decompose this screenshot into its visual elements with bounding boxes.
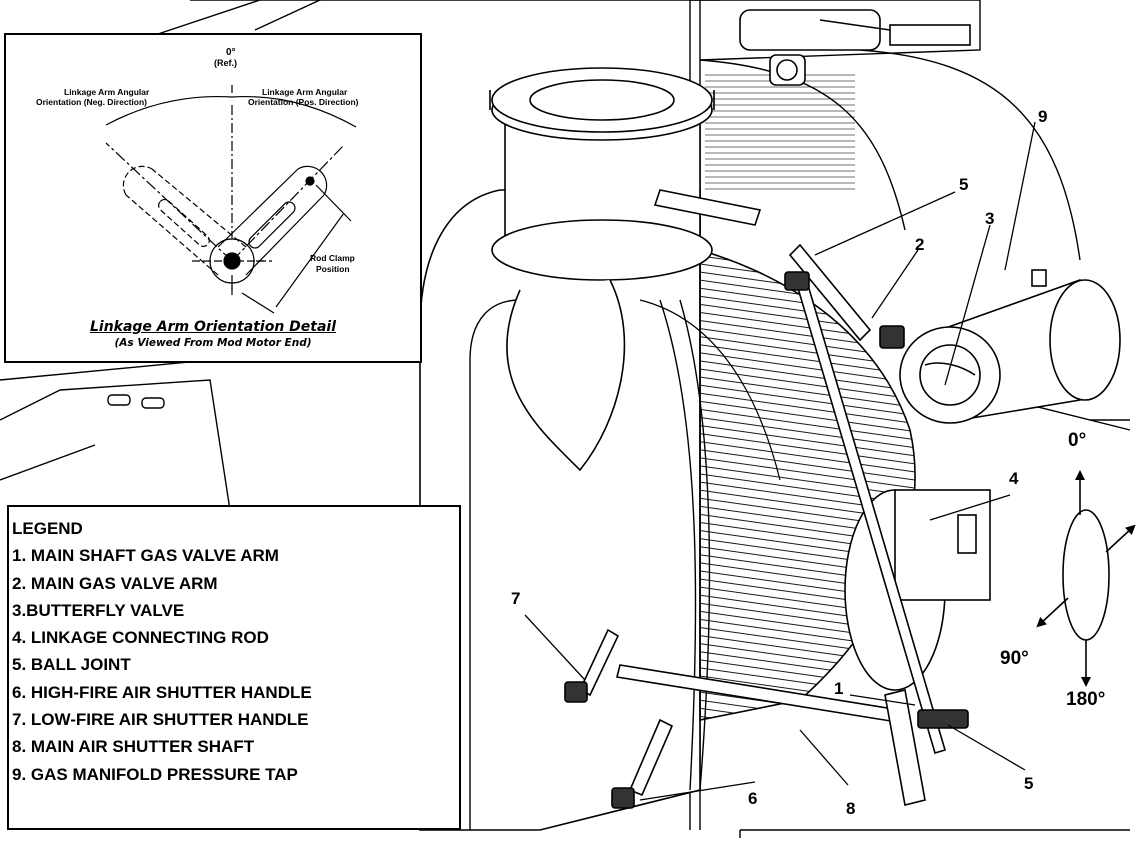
zero-ref-label: 0° — [226, 47, 236, 58]
callout-5-bottom: 5 — [1024, 774, 1033, 793]
legend-item: 1. MAIN SHAFT GAS VALVE ARM — [12, 546, 279, 566]
callout-leaders — [524, 121, 1036, 801]
legend-item: 4. LINKAGE CONNECTING ROD — [12, 628, 269, 648]
linkage-arm-negative — [122, 165, 247, 276]
cabinet-vent-slots — [107, 394, 165, 409]
legend-item: 7. LOW-FIRE AIR SHUTTER HANDLE — [12, 710, 309, 730]
legend-item: 8. MAIN AIR SHUTTER SHAFT — [12, 737, 255, 757]
legend-heading: LEGEND — [12, 519, 83, 538]
orientation-label-0: 0° — [1068, 430, 1086, 451]
callout-7: 7 — [511, 589, 520, 608]
legend-item: 9. GAS MANIFOLD PRESSURE TAP — [12, 764, 298, 784]
ref-label: (Ref.) — [214, 58, 237, 68]
pos-direction-label-2: Orientation (Pos. Direction) — [248, 97, 359, 107]
linkage-orientation-detail: 0° (Ref.) Linkage Arm Angular Orientatio… — [4, 33, 422, 363]
orientation-indicator: 0° 90° 180° — [1000, 430, 1136, 710]
legend-item: 2. MAIN GAS VALVE ARM — [12, 573, 218, 593]
legend-item: 3.BUTTERFLY VALVE — [12, 600, 185, 620]
arrow-270-deg — [1105, 524, 1136, 553]
orientation-ellipse — [1062, 509, 1110, 641]
neg-direction-label-2: Orientation (Neg. Direction) — [36, 97, 147, 107]
air-shutter-handles — [564, 271, 969, 809]
rod-clamp-label-2: Position — [316, 264, 350, 274]
callout-4: 4 — [1009, 469, 1019, 488]
callout-2: 2 — [915, 235, 924, 254]
arrow-90-deg — [1036, 597, 1069, 628]
legend-item: 5. BALL JOINT — [12, 655, 131, 675]
air-inlet-flange — [489, 67, 715, 472]
callout-5-top: 5 — [959, 175, 968, 194]
rod-clamp-label-1: Rod Clamp — [310, 253, 355, 263]
callout-3: 3 — [985, 209, 994, 228]
callout-9: 9 — [1038, 107, 1047, 126]
butterfly-valve-body — [899, 269, 1121, 424]
legend: LEGEND 1. MAIN SHAFT GAS VALVE ARM 2. MA… — [7, 505, 461, 830]
callout-6: 6 — [748, 789, 757, 808]
detail-drawing: 0° (Ref.) Linkage Arm Angular Orientatio… — [36, 47, 359, 314]
cabinet-vent — [705, 70, 855, 190]
gas-ball-valve — [739, 9, 971, 86]
detail-title: Linkage Arm Orientation Detail — [89, 319, 337, 335]
pos-direction-label-1: Linkage Arm Angular — [262, 87, 348, 97]
neg-direction-label-1: Linkage Arm Angular — [64, 87, 150, 97]
detail-subtitle: (As Viewed From Mod Motor End) — [114, 337, 312, 349]
callout-8: 8 — [846, 799, 855, 818]
orientation-label-180: 180° — [1066, 689, 1105, 710]
callout-1: 1 — [834, 679, 843, 698]
linkage-rods — [616, 189, 946, 806]
legend-item: 6. HIGH-FIRE AIR SHUTTER HANDLE — [12, 682, 312, 702]
orientation-label-90: 90° — [1000, 648, 1029, 669]
